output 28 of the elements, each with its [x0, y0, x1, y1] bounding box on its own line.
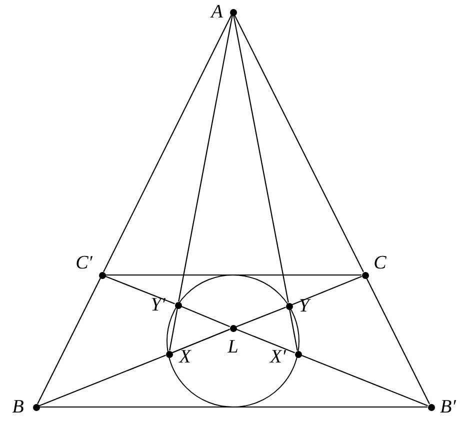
line-segment [292, 276, 362, 306]
line-segment [178, 15, 233, 302]
point-label: X [179, 348, 191, 366]
line-segment [39, 354, 166, 406]
line-segment [106, 274, 362, 276]
line-segment [366, 278, 430, 404]
point-label: B′ [440, 398, 456, 416]
point-label: C′ [76, 254, 92, 272]
line-segment [172, 328, 230, 354]
line-segment [169, 308, 178, 351]
point-label: B [12, 398, 24, 416]
line-segment [40, 406, 428, 408]
point-label: X′ [270, 348, 286, 366]
point-label: Y [298, 296, 310, 316]
point-label: L [228, 338, 238, 356]
line-segment [37, 278, 101, 404]
line-segment [236, 306, 286, 328]
line-segment [301, 354, 428, 406]
point-label: C [374, 254, 386, 272]
line-segment [236, 328, 295, 354]
point-label: A [211, 2, 223, 22]
line-segment [289, 309, 298, 351]
line-segment [234, 14, 364, 272]
line-segment [181, 306, 230, 328]
line-segment [233, 15, 289, 303]
line-segment [105, 276, 175, 304]
point-label: Y′ [150, 296, 166, 314]
line-segment [103, 14, 232, 272]
